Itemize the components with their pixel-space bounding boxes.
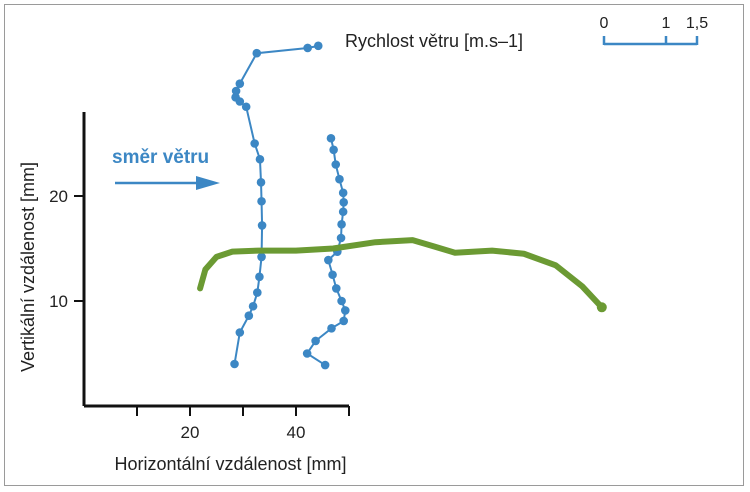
velocity-point [339,198,349,207]
velocity-point [253,288,262,297]
y-tick-label: 10 [49,292,68,311]
velocity-point [338,207,348,217]
velocity-point [337,296,346,306]
velocity-point [340,306,350,315]
velocity-point [235,79,245,88]
velocity-point [331,160,341,169]
velocity-point [248,301,258,311]
velocity-point [250,139,259,148]
smoke-plume-line [197,237,605,311]
velocity-point [324,255,333,265]
velocity-point [313,41,323,51]
velocity-point [320,360,330,370]
y-axis-title: Vertikální vzdálenost [mm] [18,162,38,372]
velocity-point [256,178,266,187]
smoke-plume [197,237,607,313]
velocity-point [328,270,337,280]
velocity-point [338,188,348,198]
velocity-point [231,93,240,102]
velocity-point [329,145,338,155]
figure-frame [4,4,744,486]
y-tick-label: 20 [49,187,68,206]
wind-direction-label: směr větru [112,147,209,168]
x-tick-label: 20 [181,423,200,442]
smoke-plume-end-point [596,302,607,313]
velocity-point [235,328,245,337]
wind-direction-arrow [115,176,220,190]
speed-scale-tick-label: 0 [600,15,609,32]
speed-scale-title: Rychlost větru [m.s–1] [345,31,523,51]
velocity-point [255,154,265,164]
velocity-point [231,86,241,96]
velocity-point [230,359,239,369]
speed-scale-tick-label: 1,5 [686,15,708,32]
velocity-point [303,43,312,53]
x-tick-label: 40 [287,423,306,442]
velocity-point [339,316,349,326]
velocity-point [257,252,266,262]
velocity-point [335,174,344,184]
velocity-point [331,284,341,293]
x-axis-title: Horizontální vzdálenost [mm] [114,454,346,474]
velocity-point [302,349,312,358]
speed-scale-tick-label: 1 [662,15,671,32]
velocity-point [255,272,264,282]
velocity-point [241,102,251,112]
velocity-point [311,336,320,346]
velocity-point [257,196,266,206]
velocity-point [326,133,336,143]
velocity-point [336,233,346,243]
velocity-point [252,48,262,58]
velocity-profiles [230,41,350,370]
velocity-point [257,221,267,230]
velocity-point [337,220,346,229]
velocity-point [244,311,254,321]
velocity-point [327,324,336,333]
